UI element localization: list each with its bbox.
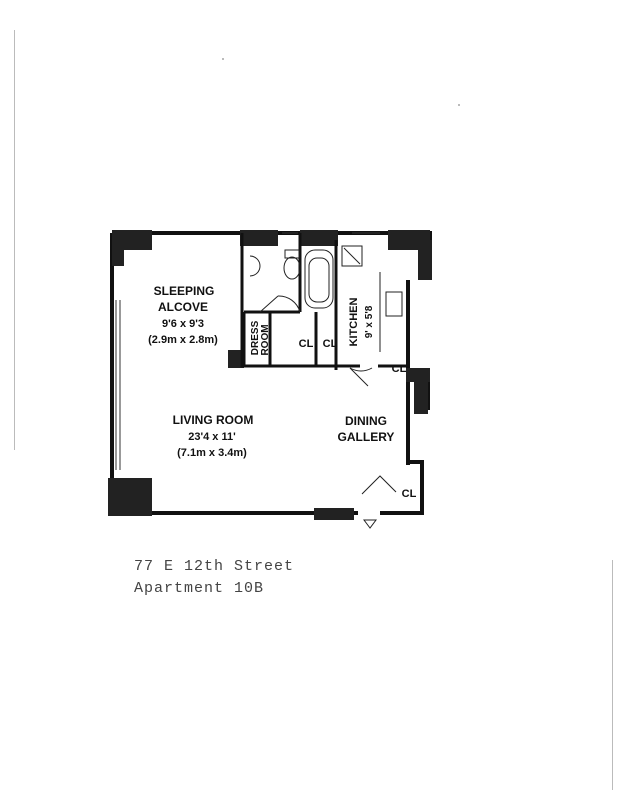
sleeping-alcove-size-ft: 9'6 x 9'3	[162, 318, 204, 330]
scan-artifacts	[14, 30, 613, 790]
dining-gallery-label-1: DINING	[345, 414, 387, 428]
living-room-size-ft: 23'4 x 11'	[188, 431, 236, 443]
kitchen-size: 9' x 5'8	[364, 305, 375, 338]
sleeping-alcove-size-m: (2.9m x 2.8m)	[148, 334, 218, 346]
interior-walls	[240, 233, 408, 370]
dress-room-label-1: DRESS	[250, 320, 261, 355]
sleeping-alcove-label-2: ALCOVE	[158, 300, 208, 314]
closet-label: CL	[299, 338, 314, 350]
living-room-size-m: (7.1m x 3.4m)	[177, 447, 247, 459]
closet-label: CL	[323, 338, 338, 350]
bathroom-fixtures	[249, 249, 334, 309]
kitchen-fixtures	[341, 245, 403, 352]
kitchen-label: KITCHEN	[348, 298, 360, 347]
door-swings	[259, 295, 397, 495]
windows	[115, 232, 380, 470]
entrance-arrow-icon	[363, 519, 377, 529]
living-room-label: LIVING ROOM	[173, 413, 254, 427]
closet-label: CL	[392, 363, 407, 375]
sleeping-alcove-label-1: SLEEPING	[154, 284, 215, 298]
columns	[108, 230, 432, 520]
dining-gallery-label-2: GALLERY	[338, 430, 395, 444]
exterior-walls	[110, 231, 432, 515]
address-line: 77 E 12th Street	[134, 558, 295, 575]
closet-label: CL	[402, 488, 417, 500]
dress-room-label-2: ROOM	[260, 324, 271, 355]
apartment-line: Apartment 10B	[134, 580, 265, 597]
